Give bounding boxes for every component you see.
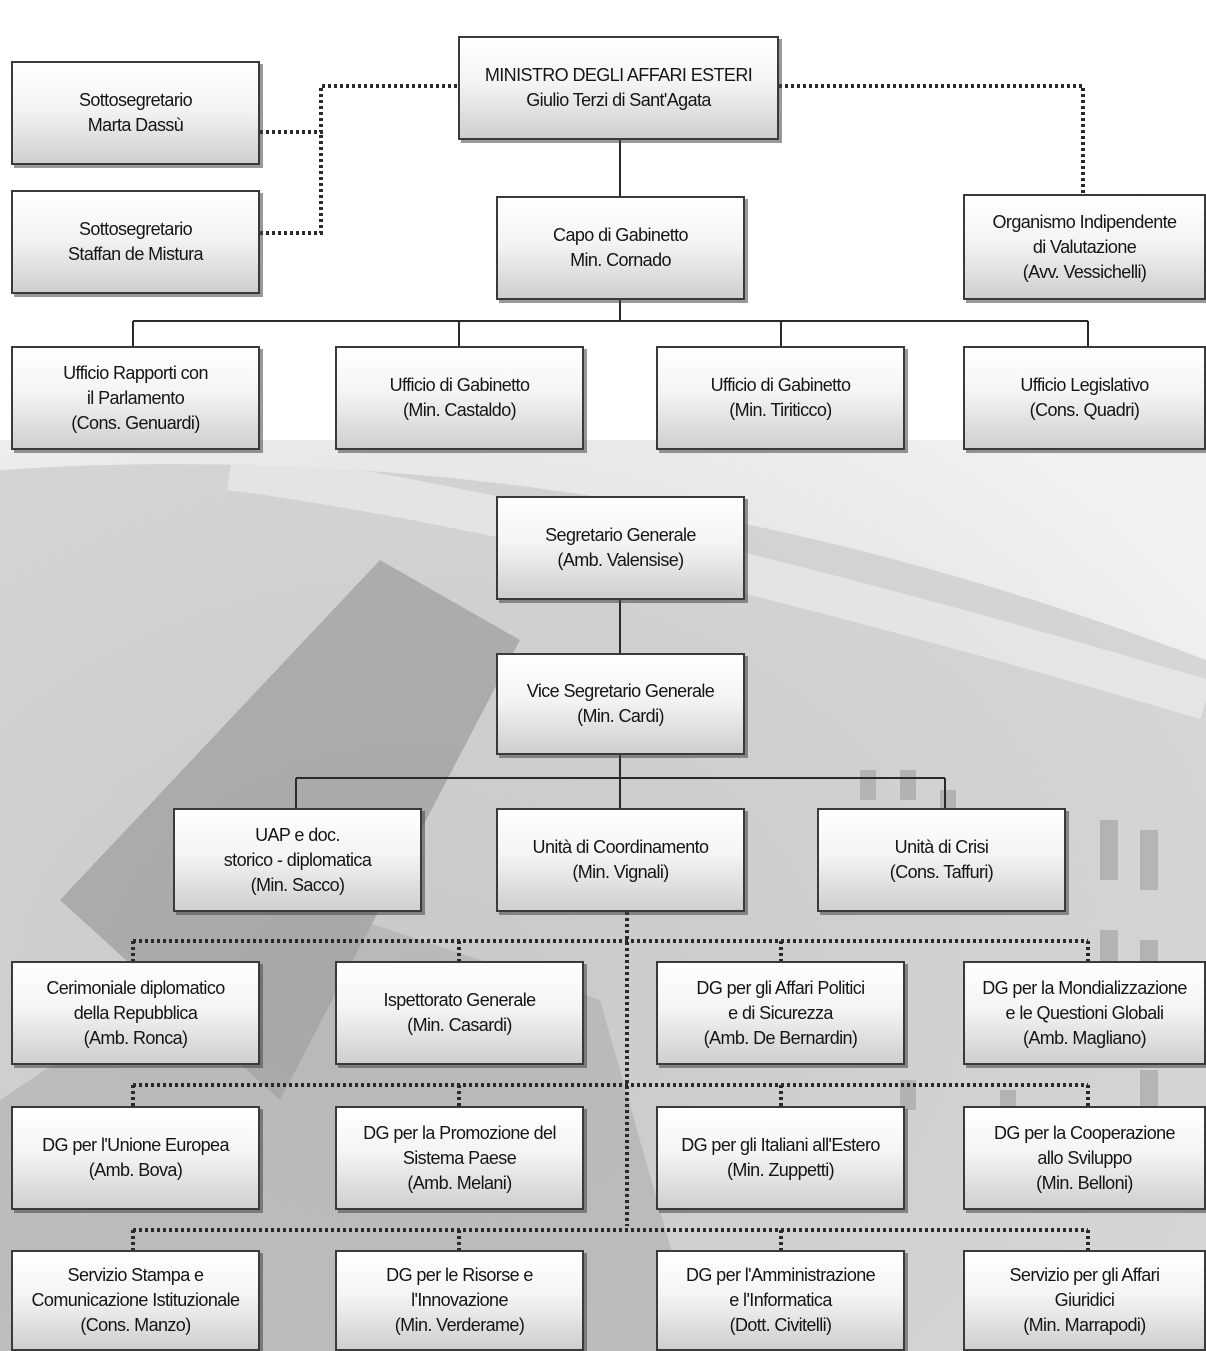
undersecretary-title: Sottosegretario <box>78 219 193 239</box>
box-line: Capo di Gabinetto <box>553 225 689 245</box>
solid-connectors <box>132 140 1089 808</box>
box-line: (Min. Vignali) <box>572 862 669 882</box>
box-line: Unità di Coordinamento <box>532 837 710 857</box>
box-line: Servizio per gli Affari <box>1009 1265 1161 1285</box>
box-line: (Dott. Civitelli) <box>729 1315 832 1335</box>
box-line: Cerimoniale diplomatico <box>46 977 225 998</box>
connector <box>260 84 458 134</box>
box-line: (Amb. Ronca) <box>83 1027 188 1048</box>
box-line: Ufficio di Gabinetto <box>710 375 851 395</box>
box-line: Sistema Paese <box>402 1147 517 1168</box>
dg-political-affairs-box: DG per gli Affari Politici e di Sicurezza… <box>656 961 905 1065</box>
box-line: (Min. Casardi) <box>407 1015 512 1035</box>
box-line: (Min. Sacco) <box>250 874 345 895</box>
connector <box>260 132 323 235</box>
dg-resources-box: DG per le Risorse e l'Innovazione (Min. Ve… <box>335 1250 584 1351</box>
box-line: DG per gli Italiani all'Estero <box>681 1135 880 1155</box>
dg-administration-box: DG per l'Amministrazione e l'Informatica (… <box>656 1250 905 1351</box>
box-line: Min. Cornado <box>570 250 671 270</box>
box-line: della Repubblica <box>73 1002 198 1023</box>
box-line: DG per la Mondializzazione <box>982 977 1187 998</box>
box-line: Ufficio Legislativo <box>1020 375 1149 395</box>
box-line: DG per le Risorse e <box>386 1265 533 1285</box>
box-line: (Cons. Genuardi) <box>71 412 200 433</box>
box-line: Organismo Indipendente <box>992 211 1178 232</box>
box-line: e di Sicurezza <box>728 1002 833 1023</box>
box-line: DG per la Promozione del <box>363 1122 556 1143</box>
box-line: Servizio Stampa e <box>67 1265 204 1285</box>
ceremonial-box: Cerimoniale diplomatico della Repubblica (… <box>11 961 260 1065</box>
parliament-office-box: Ufficio Rapporti con il Parlamento (Cons. … <box>11 346 260 450</box>
box-line: Ufficio Rapporti con <box>63 362 208 383</box>
minister-box: MINISTRO DEGLI AFFARI ESTERI Giulio Terzi… <box>458 36 779 140</box>
box-line: Segretario Generale <box>545 525 696 545</box>
undersecretary-name: Marta Dassù <box>87 115 184 135</box>
box-line: DG per l'Amministrazione <box>685 1265 876 1285</box>
box-line: DG per l'Unione Europea <box>42 1135 229 1155</box>
box-line: (Min. Belloni) <box>1036 1172 1133 1193</box>
box-line: Giuridici <box>1054 1290 1115 1310</box>
evaluation-body-box: Organismo Indipendente di Valutazione (Avv… <box>963 194 1206 300</box>
vice-secretary-general-box: Vice Segretario Generale (Min. Cardi) <box>496 653 745 755</box>
box-line: Vice Segretario Generale <box>526 681 715 701</box>
secretary-general-box: Segretario Generale (Amb. Valensise) <box>496 496 745 600</box>
box-line: e l'Informatica <box>729 1290 832 1310</box>
undersecretary-title: Sottosegretario <box>78 90 193 110</box>
coordination-unit-box: Unità di Coordinamento (Min. Vignali) <box>496 808 745 912</box>
box-line: storico - diplomatica <box>223 849 372 870</box>
box-line: di Valutazione <box>1032 236 1137 257</box>
box-line: (Amb. Valensise) <box>557 550 684 570</box>
dg-globalization-box: DG per la Mondializzazione e le Questioni… <box>963 961 1206 1065</box>
inspectorate-box: Ispettorato Generale (Min. Casardi) <box>335 961 584 1065</box>
box-line: (Min. Zuppetti) <box>726 1160 835 1180</box>
box-line: (Amb. Bova) <box>88 1160 183 1180</box>
box-line: Ispettorato Generale <box>383 990 536 1010</box>
press-service-box: Servizio Stampa e Comunicazione Istituzio… <box>11 1250 260 1351</box>
box-line: (Cons. Manzo) <box>80 1315 191 1335</box>
undersecretary-name: Staffan de Mistura <box>68 244 204 264</box>
box-line: (Min. Tiriticco) <box>729 400 832 420</box>
box-line: allo Sviluppo <box>1037 1147 1132 1168</box>
cabinet-office-box: Ufficio di Gabinetto (Min. Castaldo) <box>335 346 584 450</box>
dg-eu-box: DG per l'Unione Europea (Amb. Bova) <box>11 1106 260 1210</box>
uap-box: UAP e doc. storico - diplomatica (Min. Sac… <box>173 808 422 912</box>
box-line: (Amb. De Bernardin) <box>703 1027 858 1048</box>
box-line: il Parlamento <box>86 387 185 408</box>
box-line: Unità di Crisi <box>894 837 989 857</box>
dotted-connectors <box>131 84 1090 1250</box>
box-line: Comunicazione Istituzionale <box>31 1290 241 1310</box>
dg-cooperation-box: DG per la Cooperazione allo Sviluppo (Min.… <box>963 1106 1206 1210</box>
crisis-unit-box: Unità di Crisi (Cons. Taffuri) <box>817 808 1066 912</box>
dg-italians-abroad-box: DG per gli Italiani all'Estero (Min. Zupp… <box>656 1106 905 1210</box>
box-line: (Amb. Melani) <box>407 1172 512 1193</box>
box-line: (Cons. Quadri) <box>1029 400 1140 420</box>
box-line: l'Innovazione <box>411 1290 508 1310</box>
box-line: (Cons. Taffuri) <box>889 862 994 882</box>
box-line: (Min. Castaldo) <box>402 400 517 420</box>
box-line: (Min. Verderame) <box>394 1315 525 1335</box>
box-line: DG per la Cooperazione <box>994 1122 1176 1143</box>
box-line: (Avv. Vessichelli) <box>1022 261 1147 282</box>
box-line: e le Questioni Globali <box>1005 1002 1165 1023</box>
box-line: (Min. Marrapodi) <box>1023 1315 1146 1335</box>
connector <box>779 84 1085 194</box>
minister-title: MINISTRO DEGLI AFFARI ESTERI <box>484 65 753 85</box>
box-line: (Min. Cardi) <box>577 706 664 726</box>
box-line: UAP e doc. <box>255 824 340 845</box>
box-line: DG per gli Affari Politici <box>696 977 865 998</box>
box-line: (Amb. Magliano) <box>1022 1027 1147 1048</box>
box-line: Ufficio di Gabinetto <box>389 375 530 395</box>
legislative-office-box: Ufficio Legislativo (Cons. Quadri) <box>963 346 1206 450</box>
cabinet-office-box: Ufficio di Gabinetto (Min. Tiriticco) <box>656 346 905 450</box>
minister-name: Giulio Terzi di Sant'Agata <box>526 90 711 110</box>
